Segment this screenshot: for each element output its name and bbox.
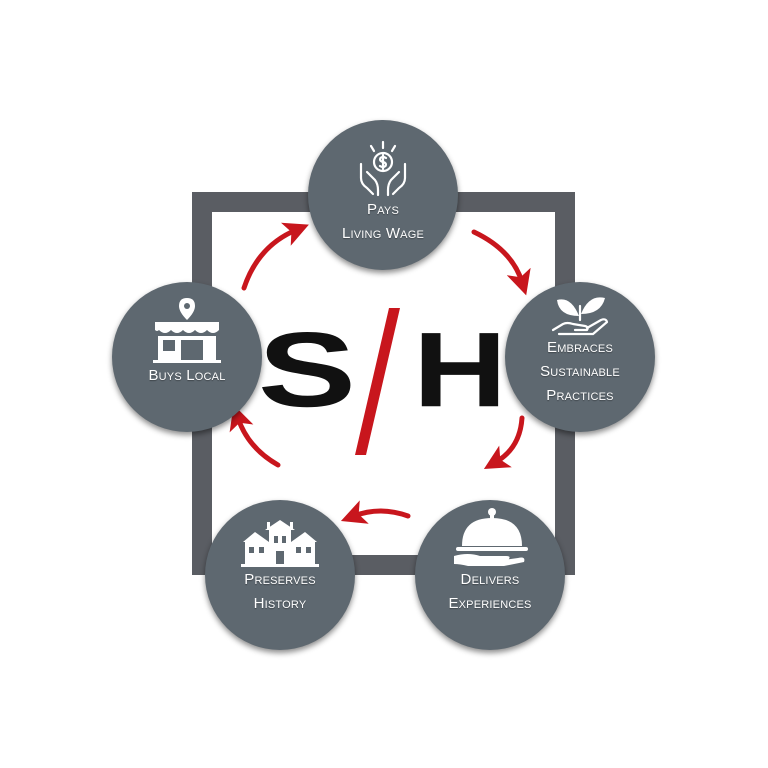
label-line-2: Living Wage <box>341 225 425 242</box>
label-line-1: Preserves <box>244 571 316 588</box>
sh-logo: S / H <box>262 300 507 455</box>
label-line-1: Embraces <box>546 339 613 356</box>
arrow-history-to-local <box>229 404 281 468</box>
logo-letter-h: H <box>413 311 507 429</box>
label-line-2: Sustainable <box>540 363 620 380</box>
label-line-1: Delivers <box>460 571 520 588</box>
logo-letter-s: S <box>262 311 356 429</box>
node-embraces-sustainable-practices: Embraces Sustainable Practices <box>505 282 655 432</box>
node-label: Delivers Experiences <box>448 568 531 616</box>
hands-coin-icon <box>359 140 407 197</box>
label-line-2: History <box>253 595 307 612</box>
node-label: Embraces Sustainable Practices <box>540 336 620 408</box>
node-pays-living-wage: Pays Living Wage <box>308 120 458 270</box>
node-label: Preserves History <box>244 568 316 616</box>
logo-slash <box>355 308 400 455</box>
label-line-3: Practices <box>546 387 614 404</box>
label-line-1: Buys Local <box>148 367 226 384</box>
historic-house-icon <box>241 520 319 567</box>
node-label: Buys Local <box>148 364 225 388</box>
arrow-delivers-to-history <box>340 500 411 524</box>
arrow-pays-to-embraces <box>471 229 531 296</box>
node-delivers-experiences: Delivers Experiences <box>415 500 565 650</box>
label-line-2: Experiences <box>448 595 532 612</box>
arrow-embraces-to-delivers <box>483 415 525 470</box>
node-label: Pays Living Wage <box>342 198 424 246</box>
logo-slash-text: / <box>262 300 263 301</box>
hand-leaves-icon <box>551 297 609 336</box>
cloche-hand-icon <box>454 508 528 566</box>
label-line-1: Pays <box>366 201 399 218</box>
storefront-pin-icon <box>153 298 221 363</box>
node-preserves-history: Preserves History <box>205 500 355 650</box>
node-buys-local: Buys Local <box>112 282 262 432</box>
arrow-local-to-pays <box>241 222 309 291</box>
